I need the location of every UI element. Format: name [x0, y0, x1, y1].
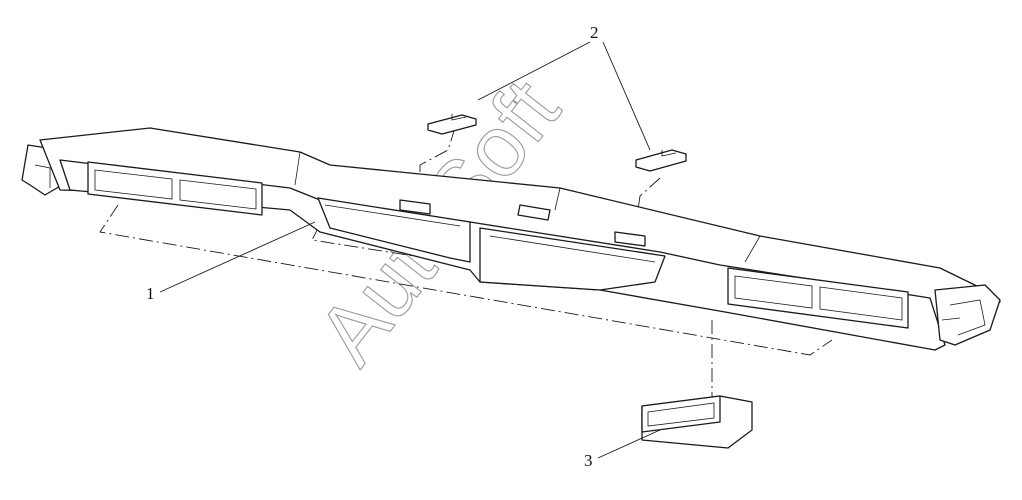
right-vent — [727, 267, 909, 329]
clip-part-right — [635, 149, 687, 172]
vent-duct-part — [641, 395, 753, 449]
callout-1: 1 — [146, 284, 155, 303]
left-vent — [87, 161, 263, 216]
clip-part-left — [427, 114, 477, 135]
callout-2: 2 — [590, 23, 599, 42]
callout-3: 3 — [584, 451, 593, 470]
leader-lines — [159, 41, 661, 459]
dashboard-panel — [21, 127, 1001, 351]
